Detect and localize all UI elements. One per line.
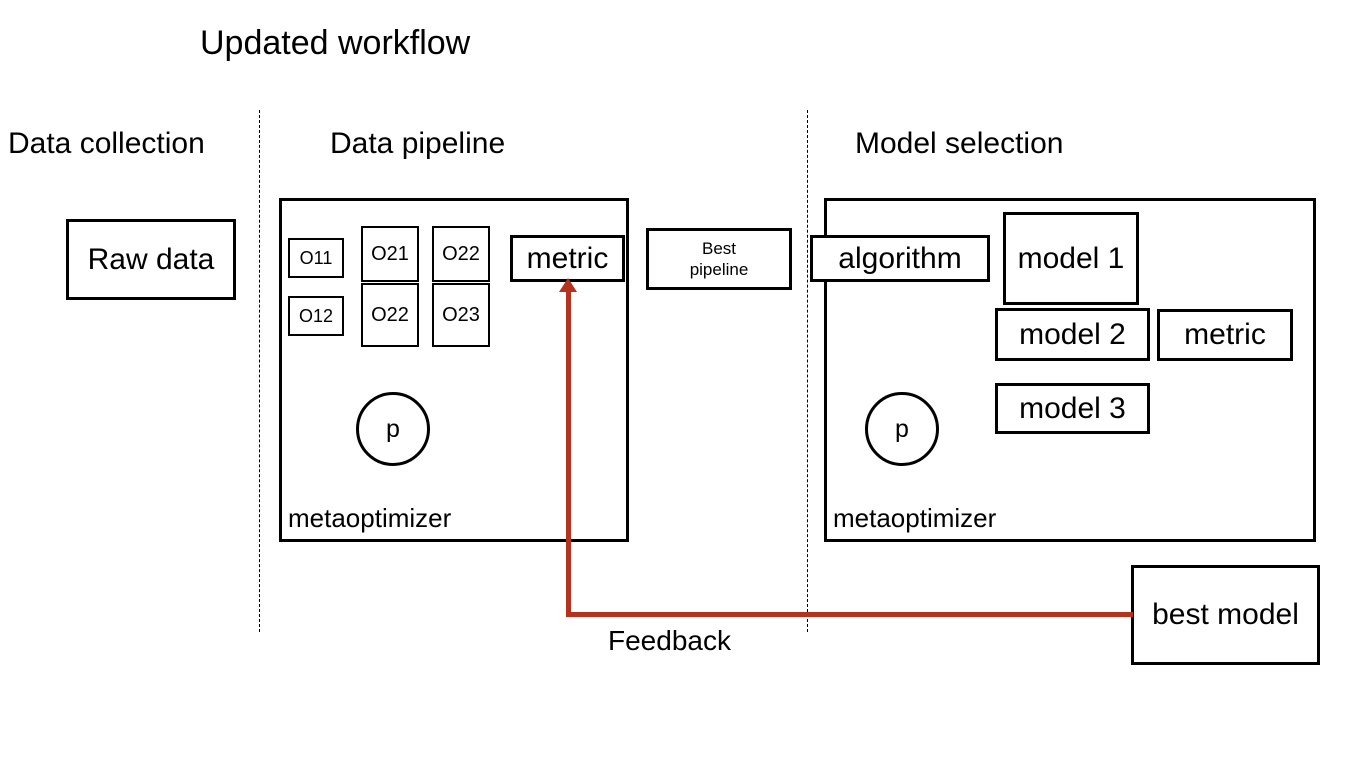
algorithm-box[interactable]: algorithm	[810, 235, 990, 282]
model-selection-metaoptimizer-label: metaoptimizer	[833, 503, 997, 533]
page-title: Updated workflow	[200, 24, 471, 62]
feedback-line-vertical	[566, 292, 571, 614]
pipeline-metaoptimizer-label: metaoptimizer	[288, 503, 452, 533]
operator-box-o12[interactable]: O12	[288, 296, 344, 336]
heading-model-selection: Model selection	[855, 127, 1064, 160]
data-pipeline-container	[279, 198, 629, 542]
operator-box-o23[interactable]: O23	[432, 283, 490, 347]
pipeline-metric-box[interactable]: metric	[510, 235, 625, 282]
best-pipeline-box[interactable]: Best pipeline	[646, 228, 792, 290]
model-1-box[interactable]: model 1	[1003, 212, 1139, 305]
best-pipeline-line1: Best	[701, 239, 737, 258]
model-selection-metric-box[interactable]: metric	[1157, 309, 1293, 361]
operator-box-o22-col3[interactable]: O22	[432, 226, 490, 282]
pipeline-optimizer-circle[interactable]: p	[356, 392, 430, 466]
separator-pipeline-model	[807, 110, 808, 632]
operator-box-o22-col2[interactable]: O22	[361, 283, 419, 347]
feedback-arrow-head-icon	[559, 278, 577, 292]
feedback-line-horizontal	[566, 612, 1133, 617]
operator-box-o21[interactable]: O21	[361, 226, 419, 282]
heading-data-collection: Data collection	[8, 127, 205, 160]
operator-box-o11[interactable]: O11	[288, 238, 344, 278]
model-3-box[interactable]: model 3	[995, 383, 1150, 434]
model-selection-container	[824, 198, 1316, 542]
model-2-box[interactable]: model 2	[995, 308, 1150, 361]
model-selection-optimizer-circle[interactable]: p	[865, 392, 939, 466]
feedback-label: Feedback	[608, 625, 731, 656]
raw-data-box[interactable]: Raw data	[66, 219, 236, 300]
heading-data-pipeline: Data pipeline	[330, 127, 506, 160]
best-model-box[interactable]: best model	[1131, 565, 1320, 665]
separator-collection-pipeline	[259, 110, 260, 632]
best-pipeline-line2: pipeline	[689, 260, 749, 279]
